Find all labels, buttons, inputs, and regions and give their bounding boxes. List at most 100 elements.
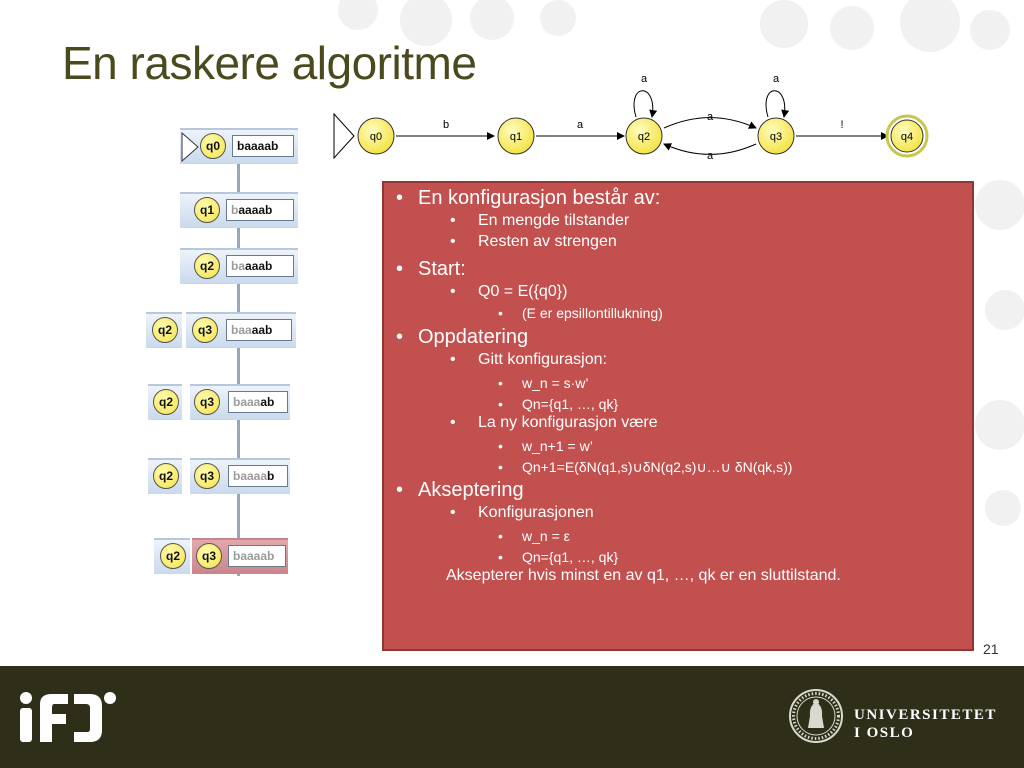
trace-step: q2 q3 baaaab (148, 384, 290, 420)
trace-step: q2 q3 baaaab (146, 312, 296, 348)
content-box: • En konfigurasjon består av: • En mengd… (382, 181, 974, 651)
transition-label: a (707, 150, 714, 162)
bullet-icon: • (498, 438, 503, 454)
list-item: Resten av strengen (478, 233, 617, 250)
configuration-trace: q0 baaaab q1 baaaab q2 baaaab q2 q3 baaa… (140, 120, 310, 580)
uio-seal-icon (789, 689, 843, 743)
acceptance-text: Aksepterer hvis minst en av q1, …, qk er… (446, 567, 841, 584)
list-item: Qn+1=E(δN(q1,s)∪δN(q2,s)∪…∪ δN(qk,s)) (522, 459, 793, 475)
page-number: 21 (983, 641, 999, 657)
background-decoration (400, 0, 452, 46)
bullet-icon: • (396, 479, 404, 501)
ifi-logo-icon (20, 692, 116, 742)
transition-label: a (641, 73, 648, 85)
input-tape: baaaab (228, 465, 288, 487)
input-tape: baaaab (228, 391, 288, 413)
remaining-input: ab (260, 395, 275, 409)
bullet-icon: • (498, 375, 503, 391)
heading-akseptering: Akseptering (418, 479, 524, 501)
background-decoration (470, 0, 514, 40)
background-decoration (985, 490, 1021, 526)
trace-step: q2 q3 baaaab (148, 458, 290, 494)
transition-label: a (773, 73, 780, 85)
trace-step: q0 baaaab (180, 128, 298, 164)
state-node (625, 117, 663, 155)
consumed-input: baaa (233, 395, 261, 409)
remaining-input: aaab (245, 259, 273, 273)
bullet-icon: • (450, 283, 456, 300)
consumed-input: baa (231, 323, 252, 337)
bullet-icon: • (498, 305, 503, 321)
input-tape: baaaab (226, 199, 294, 221)
input-tape: baaaab (232, 135, 294, 157)
accepting-state-node (890, 119, 924, 153)
bullet-icon: • (498, 459, 503, 475)
background-decoration (975, 180, 1024, 230)
list-item: La ny konfigurasjon være (478, 414, 658, 431)
state-node (757, 117, 795, 155)
university-name-line1: UNIVERSITETET (854, 707, 997, 723)
transition-q2-q2 (633, 90, 658, 118)
bullet-icon: • (498, 549, 503, 565)
state-node (497, 117, 535, 155)
state-badge: q3 (194, 463, 220, 489)
bullet-icon: • (450, 351, 456, 368)
nfa-diagram: b a a a a a ! q0 q1 q2 q3 q4 (333, 73, 929, 162)
list-item: (E er epsillontillukning) (522, 305, 663, 321)
remaining-input: b (267, 469, 275, 483)
bullet-icon: • (450, 504, 456, 521)
state-badge: q0 (200, 133, 226, 159)
university-name-line2: I OSLO (854, 725, 915, 741)
list-item: En mengde tilstander (478, 212, 630, 229)
start-marker-icon (333, 112, 355, 160)
state-badge: q2 (153, 463, 179, 489)
bullet-icon: • (498, 396, 503, 412)
state-badge: q2 (152, 317, 178, 343)
trace-step: q2 baaaab (180, 248, 298, 284)
input-tape: baaaab (226, 319, 292, 341)
input-tape: baaaab (226, 255, 294, 277)
background-decoration (975, 400, 1024, 450)
heading-oppdatering: Oppdatering (418, 326, 529, 348)
state-label: q4 (901, 131, 913, 143)
university-name: UNIVERSITETET I OSLO (854, 706, 997, 742)
transition-q3-q3 (765, 90, 790, 118)
state-badge: q2 (160, 543, 186, 569)
list-item: Gitt konfigurasjon: (478, 351, 607, 368)
state-badge: q1 (194, 197, 220, 223)
background-decoration (540, 0, 576, 36)
state-label: q0 (370, 131, 382, 143)
list-item: w_n = s·w’ (522, 375, 589, 391)
list-item: w_n+1 = w’ (522, 438, 593, 454)
consumed-input: baaaa (233, 469, 268, 483)
background-decoration (760, 0, 808, 48)
background-decoration (985, 290, 1024, 330)
background-decoration (900, 0, 960, 52)
consumed-input: b (231, 203, 239, 217)
transition-label: b (443, 119, 449, 131)
state-label: q1 (510, 131, 522, 143)
list-item: w_n = ε (522, 528, 570, 544)
remaining-input: aaaab (238, 203, 273, 217)
background-decoration (970, 10, 1010, 50)
transition-q2-q3 (663, 117, 757, 129)
state-label: q3 (770, 131, 782, 143)
consumed-input: ba (231, 259, 246, 273)
transition-q3-q2 (663, 143, 757, 155)
footer-bar: UNIVERSITETET I OSLO (0, 666, 1024, 768)
bullet-icon: • (396, 326, 404, 348)
state-node (357, 117, 395, 155)
bullet-icon: • (450, 233, 456, 250)
bullet-icon: • (450, 212, 456, 229)
consumed-input: baaaab (233, 549, 275, 563)
state-badge: q3 (192, 317, 218, 343)
state-label: q2 (638, 131, 650, 143)
trace-connector (237, 156, 240, 576)
accepting-state-ring (885, 114, 929, 158)
start-marker-icon (181, 131, 199, 163)
heading-konfigurasjon: En konfigurasjon består av: (418, 187, 661, 209)
trace-step-final: q2 q3 baaaab (154, 538, 288, 574)
transition-label: ! (840, 119, 843, 131)
state-badge: q2 (153, 389, 179, 415)
list-item: Qn={q1, …, qk} (522, 549, 619, 565)
